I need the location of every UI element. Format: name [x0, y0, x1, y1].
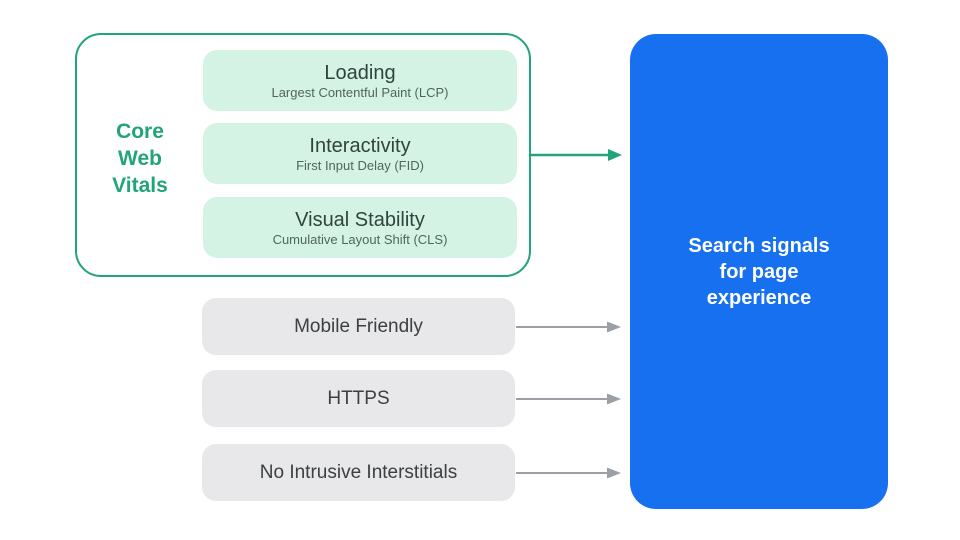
signal-label-https: HTTPS [327, 387, 390, 409]
metric-title-visual-stability: Visual Stability [295, 208, 425, 231]
search-signals-box: Search signals for page experience [630, 34, 888, 509]
arrow-https-icon [516, 393, 621, 405]
metric-title-interactivity: Interactivity [309, 134, 411, 157]
metric-title-loading: Loading [324, 61, 396, 84]
signal-label-mobile-friendly: Mobile Friendly [294, 315, 423, 337]
metric-card-visual-stability: Visual Stability Cumulative Layout Shift… [203, 197, 517, 258]
metric-card-interactivity: Interactivity First Input Delay (FID) [203, 123, 517, 184]
metric-subtitle-fid: First Input Delay (FID) [296, 157, 424, 173]
metric-subtitle-cls: Cumulative Layout Shift (CLS) [272, 231, 448, 247]
signal-card-no-intrusive-interstitials: No Intrusive Interstitials [202, 444, 515, 501]
metric-card-loading: Loading Largest Contentful Paint (LCP) [203, 50, 517, 111]
signal-label-no-intrusive-interstitials: No Intrusive Interstitials [259, 461, 458, 483]
signal-card-mobile-friendly: Mobile Friendly [202, 298, 515, 355]
arrow-no-intrusive-interstitials-icon [516, 467, 621, 479]
arrow-core-web-vitals-icon [530, 149, 622, 161]
arrow-mobile-friendly-icon [516, 321, 621, 333]
core-web-vitals-label: Core Web Vitals [112, 120, 168, 197]
metric-subtitle-lcp: Largest Contentful Paint (LCP) [271, 84, 449, 100]
signal-card-https: HTTPS [202, 370, 515, 427]
search-signals-label: Search signals for page experience [688, 234, 830, 309]
